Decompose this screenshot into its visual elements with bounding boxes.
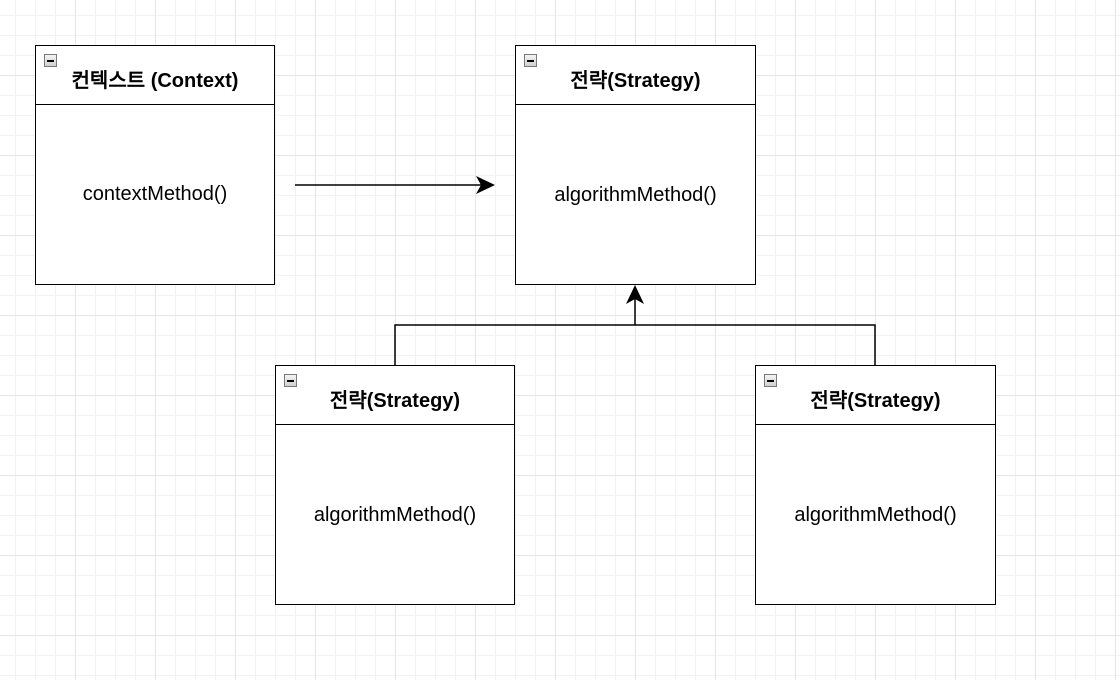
strategy-method-label: algorithmMethod(): [554, 184, 717, 206]
inheritance-connector[interactable]: [394, 285, 876, 365]
strategy-right-class-title: 전략(Strategy): [810, 390, 941, 412]
collapse-icon[interactable]: [764, 374, 777, 387]
inheritance-line-right[interactable]: [635, 324, 876, 365]
association-arrowhead: [476, 176, 495, 194]
association-arrow[interactable]: [295, 176, 495, 194]
context-class-header[interactable]: 컨텍스트 (Context): [36, 46, 274, 105]
strategy-right-method-label: algorithmMethod(): [794, 504, 957, 526]
strategy-left-class-title: 전략(Strategy): [329, 390, 461, 412]
strategy-class-title: 전략(Strategy): [570, 70, 701, 92]
collapse-icon[interactable]: [284, 374, 297, 387]
strategy-left-method-label: algorithmMethod(): [313, 504, 477, 526]
context-class-box[interactable]: 컨텍스트 (Context) contextMethod(): [35, 45, 275, 285]
strategy-class-header[interactable]: 전략(Strategy): [516, 46, 755, 105]
collapse-icon[interactable]: [44, 54, 57, 67]
strategy-right-class-box[interactable]: 전략(Strategy) algorithmMethod(): [755, 365, 996, 605]
strategy-class-box[interactable]: 전략(Strategy) algorithmMethod(): [515, 45, 756, 285]
strategy-right-class-header[interactable]: 전략(Strategy): [756, 366, 995, 425]
strategy-left-class-header[interactable]: 전략(Strategy): [276, 366, 514, 425]
inheritance-arrowhead: [626, 285, 644, 304]
context-class-title: 컨텍스트 (Context): [71, 70, 239, 92]
inheritance-line-left[interactable]: [394, 324, 635, 365]
context-method-label: contextMethod(): [82, 183, 228, 205]
strategy-left-class-box[interactable]: 전략(Strategy) algorithmMethod(): [275, 365, 515, 605]
collapse-icon[interactable]: [524, 54, 537, 67]
